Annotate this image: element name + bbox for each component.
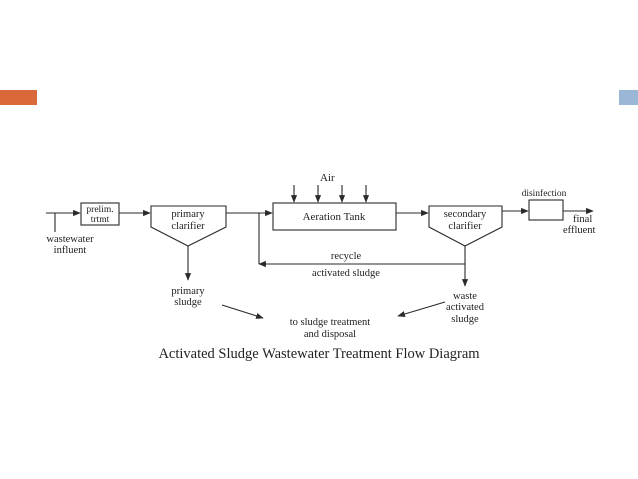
primary-clarifier-label-line2: clarifier — [171, 221, 205, 232]
accent-bar-left — [0, 90, 37, 105]
secondary-clarifier-label-line2: clarifier — [448, 221, 482, 232]
primary-sludge-label-line2: sludge — [174, 297, 202, 308]
activated-sludge-label: activated sludge — [312, 268, 380, 279]
waste-sludge-label-line2: activated — [446, 302, 485, 313]
recycle-label: recycle — [331, 251, 362, 262]
aeration-tank-label: Aeration Tank — [303, 211, 366, 223]
final-effluent-label-line1: final — [573, 214, 592, 225]
secondary-clarifier-label-line1: secondary — [444, 209, 487, 220]
prelim-label-line1: prelim. — [86, 205, 113, 215]
sludge-treatment-label-line1: to sludge treatment — [290, 317, 371, 328]
disinfection-label: disinfection — [522, 188, 567, 199]
primary-to-treatment-arrow — [221, 304, 264, 319]
primary-clarifier-shape — [150, 205, 227, 247]
wastewater-label-line2: influent — [54, 245, 87, 256]
final-effluent-label-line2: effluent — [563, 225, 596, 236]
waste-sludge-label-line3: sludge — [451, 314, 479, 325]
air-label: Air — [320, 172, 335, 184]
aeration-tank-box — [272, 202, 397, 231]
disinfection-box — [528, 199, 564, 221]
primary-clarifier-label-line1: primary — [171, 209, 205, 220]
sludge-treatment-label-line2: and disposal — [304, 329, 356, 340]
wastewater-label-line1: wastewater — [46, 234, 94, 245]
diagram-caption: Activated Sludge Wastewater Treatment Fl… — [158, 346, 480, 362]
prelim-label-line2: trtmt — [91, 215, 110, 225]
prelim-treatment-box — [80, 202, 120, 226]
primary-sludge-label-line1: primary — [171, 286, 205, 297]
waste-sludge-label-line1: waste — [453, 291, 477, 302]
secondary-clarifier-shape — [428, 205, 503, 247]
accent-bar-right — [619, 90, 638, 105]
waste-to-treatment-arrow — [397, 301, 446, 317]
